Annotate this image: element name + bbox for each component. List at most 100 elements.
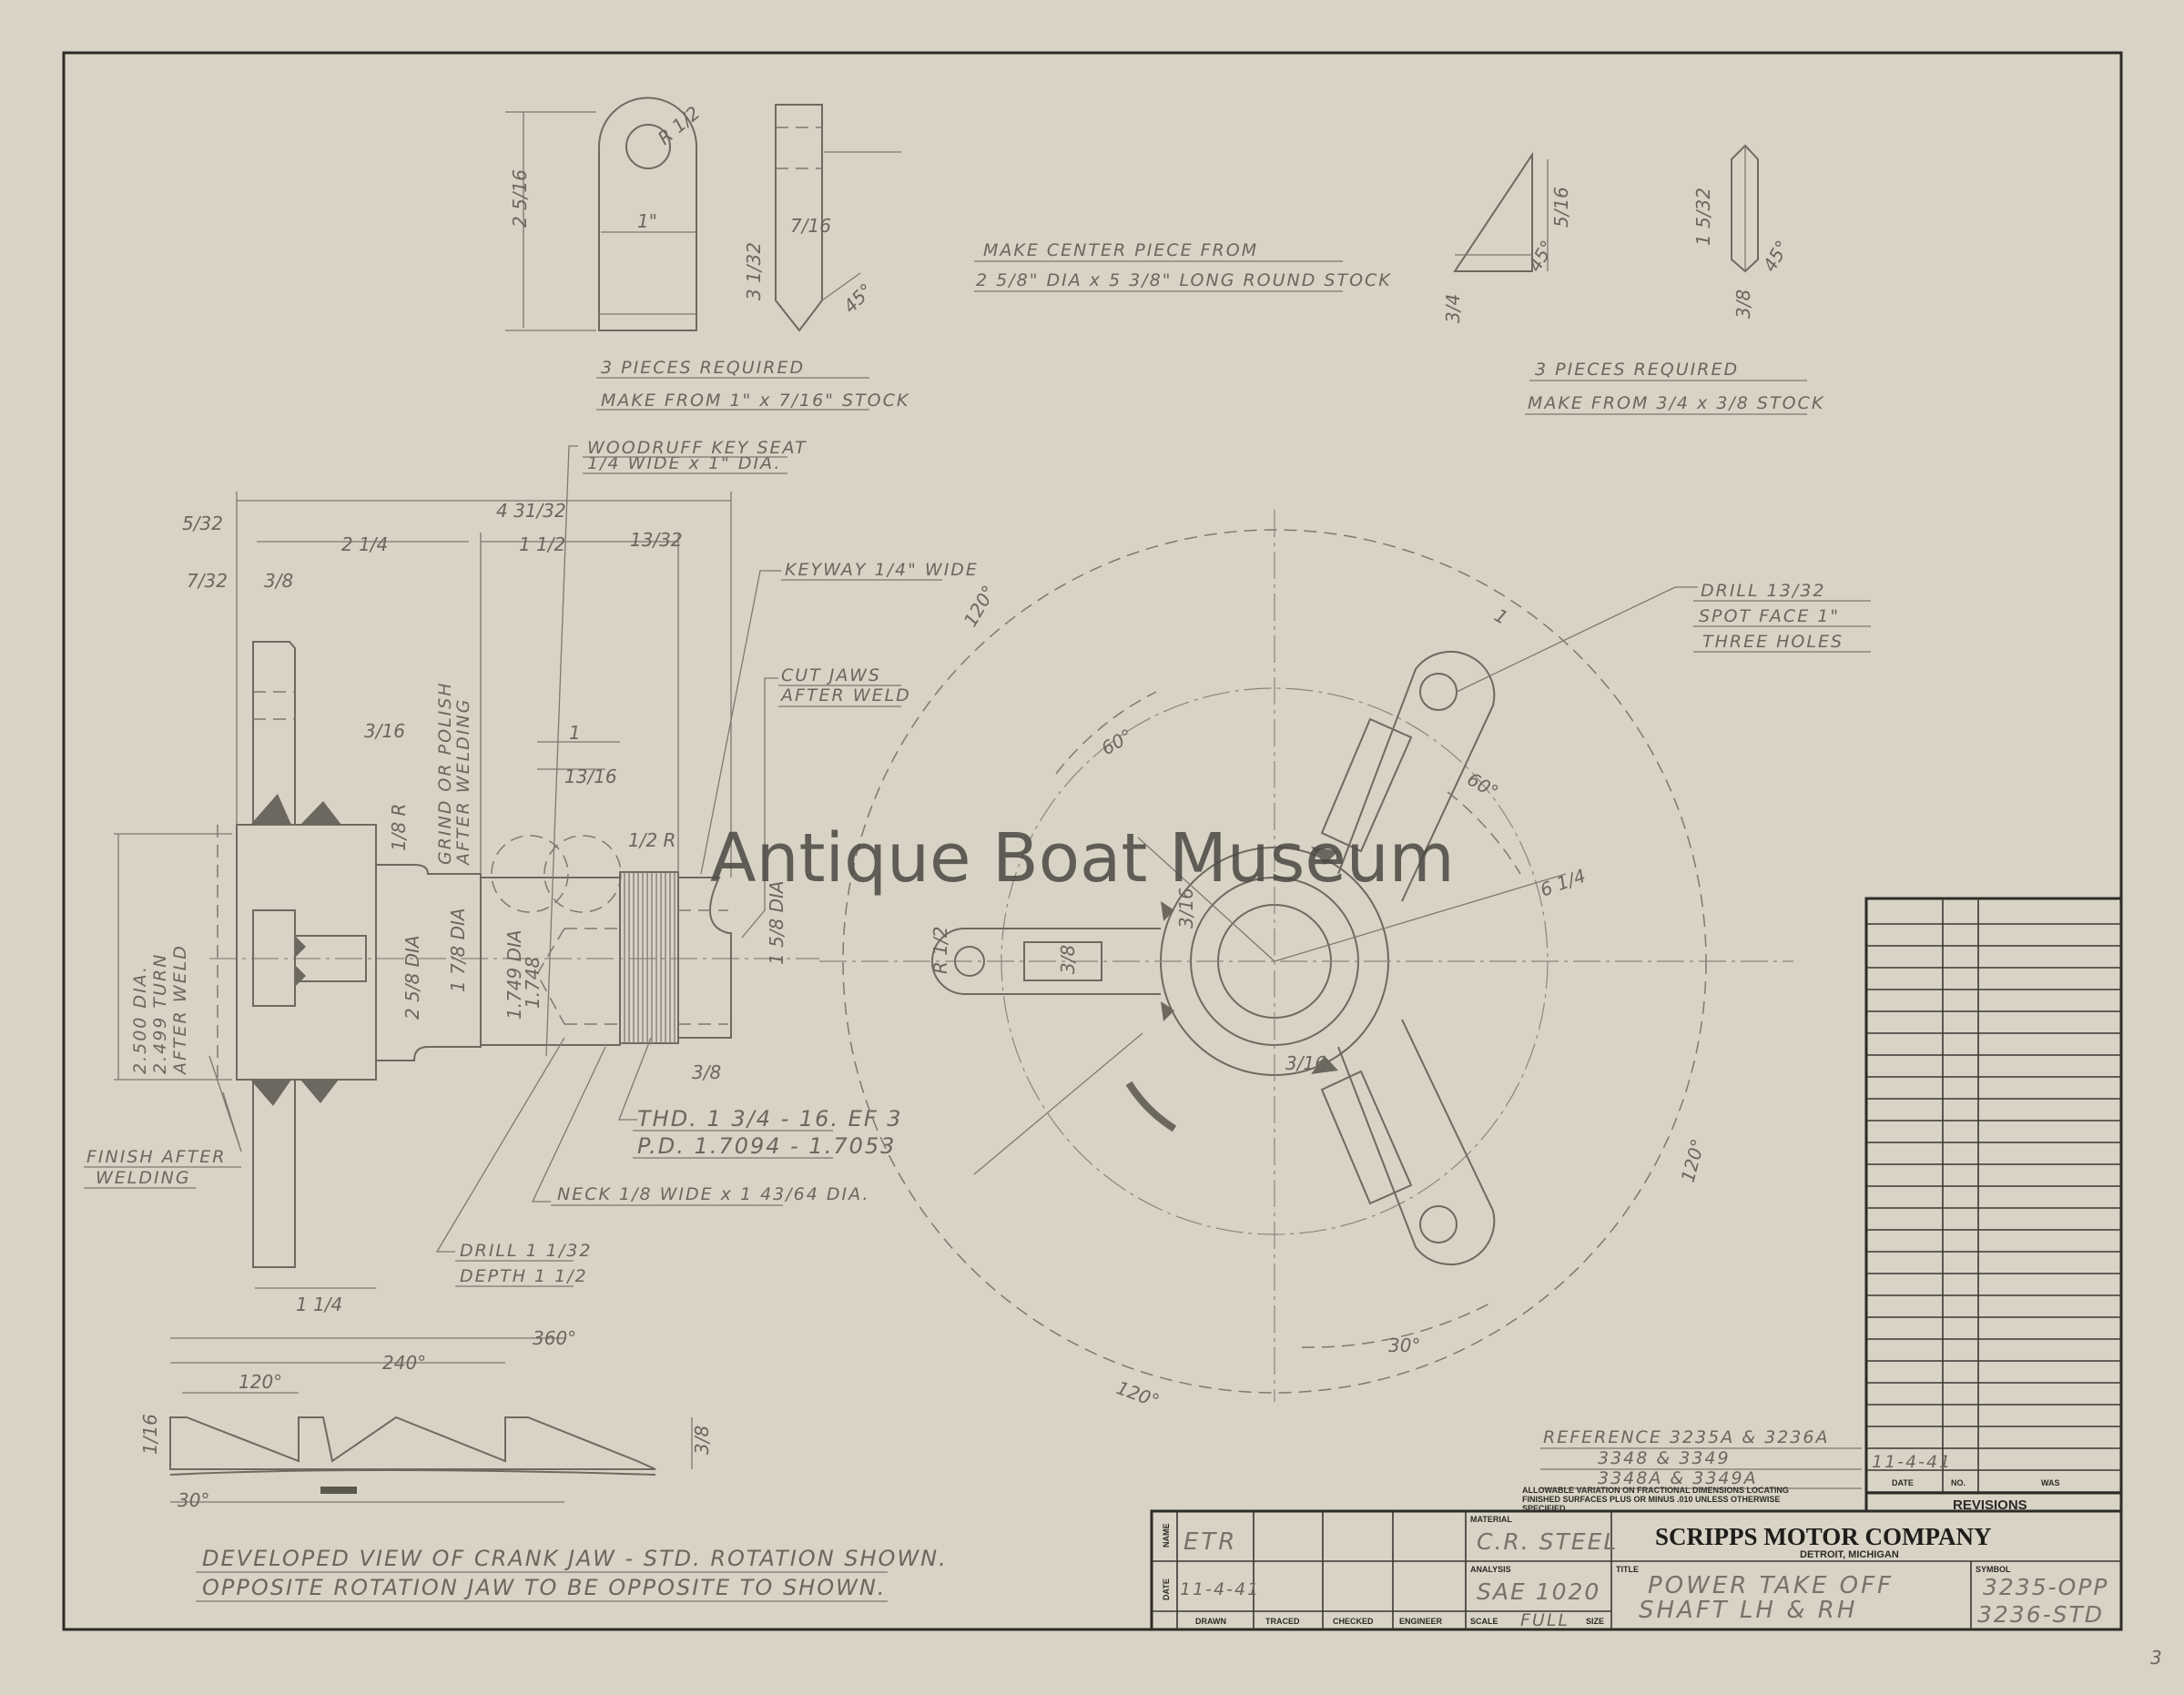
dim-label: 1/8 R xyxy=(388,804,410,851)
note-text: 2 5/8" DIA x 5 3/8" LONG ROUND STOCK xyxy=(976,270,1392,290)
dim-label: 13/32 xyxy=(630,529,683,551)
dim-label: 1 1/4 xyxy=(296,1294,342,1315)
company-location: DETROIT, MICHIGAN xyxy=(1800,1549,1899,1560)
dim-label: 3/4 xyxy=(1442,294,1464,323)
field-label: MATERIAL xyxy=(1470,1515,1512,1524)
dim-label: 45° xyxy=(1759,237,1794,276)
field-label: SIZE xyxy=(1586,1617,1604,1626)
dim-label: 60° xyxy=(1464,768,1503,804)
dim-label: 1" xyxy=(637,210,657,232)
dim-label: 7/32 xyxy=(187,570,228,592)
note-text: 3348A & 3349A xyxy=(1598,1468,1758,1488)
end-view: 120° 60° 60° 6 1/4 120° 120° 30° 1 3/16 … xyxy=(819,510,1871,1412)
drawn-date: 11-4-41 xyxy=(1180,1579,1260,1599)
note-text: FINISH AFTER xyxy=(86,1147,226,1167)
note-text: DRILL 1 1/32 xyxy=(460,1241,592,1261)
revisions-block: 11-4-41 DATE NO. WAS REVISIONS xyxy=(1864,897,2123,1513)
dim-label: 2 5/8 DIA xyxy=(401,935,423,1020)
note-text: THREE HOLES xyxy=(1702,632,1844,652)
dim-label: 120° xyxy=(960,582,1001,631)
column-label: CHECKED xyxy=(1333,1617,1374,1626)
field-label: TITLE xyxy=(1616,1565,1639,1574)
note-text: REFERENCE 3235A & 3236A xyxy=(1543,1427,1829,1447)
dim-label: 3/16 xyxy=(1285,1052,1326,1074)
dim-label: 1.748 xyxy=(522,957,543,1009)
dim-label: 2 5/16 xyxy=(509,169,531,228)
column-label: TRACED xyxy=(1265,1617,1300,1626)
note-text: NECK 1/8 WIDE x 1 43/64 DIA. xyxy=(557,1184,870,1204)
dim-label: 1 xyxy=(1491,604,1512,629)
note-text: DRILL 13/32 xyxy=(1701,581,1825,601)
dim-label: 1 7/8 DIA xyxy=(447,908,469,992)
dim-label: 5/32 xyxy=(182,513,223,534)
shaft-notes: WOODRUFF KEY SEAT 1/4 WIDE x 1" DIA. KEY… xyxy=(84,438,979,1287)
developed-view: 360° 240° 120° 30° 3/8 1/16 DEVELOPED VI… xyxy=(139,1327,946,1602)
company-name: SCRIPPS MOTOR COMPANY xyxy=(1655,1523,1992,1550)
center-piece-note: MAKE CENTER PIECE FROM 2 5/8" DIA x 5 3/… xyxy=(974,240,1392,292)
dim-label: 1 xyxy=(569,722,581,744)
note-text: 1/4 WIDE x 1" DIA. xyxy=(587,453,781,473)
dim-label: 2 1/4 xyxy=(341,533,388,555)
column-label: ENGINEER xyxy=(1399,1617,1443,1626)
dim-label: 240° xyxy=(382,1352,426,1374)
note-text: GRIND OR POLISH xyxy=(435,681,455,865)
dim-label: 1/16 xyxy=(139,1414,161,1455)
note-text: KEYWAY 1/4" WIDE xyxy=(785,560,979,580)
row-label: NAME xyxy=(1162,1524,1171,1548)
note-text: WOODRUFF KEY SEAT xyxy=(587,438,808,458)
shaft-side-view: 4 31/32 2 1/4 1 1/2 13/32 5/32 7/32 3/8 … xyxy=(114,492,819,1315)
revisions-label: REVISIONS xyxy=(1953,1497,2027,1513)
dim-label: 7/16 xyxy=(790,215,831,237)
symbol-value: 3235-OPP xyxy=(1983,1574,2108,1600)
note-text: OPPOSITE ROTATION JAW TO BE OPPOSITE TO … xyxy=(202,1575,886,1600)
allowable-note: SPECIFIED. xyxy=(1522,1504,1568,1513)
top-left-jaw-part: 2 5/16 1" R 1/2 7/16 3 1/32 45° 3 PIECES… xyxy=(505,96,909,411)
dim-label: 3/16 xyxy=(1175,888,1197,929)
note-text: DEPTH 1 1/2 xyxy=(460,1266,588,1286)
column-header: DATE xyxy=(1892,1478,1914,1487)
note-text: 2.500 DIA. xyxy=(130,965,150,1074)
dim-label: 3/8 xyxy=(692,1061,721,1083)
note-text: MAKE FROM 1" x 7/16" STOCK xyxy=(601,391,909,411)
dim-label: 1.749 DIA xyxy=(503,929,525,1020)
dim-label: 3/8 xyxy=(264,570,293,592)
column-header: WAS xyxy=(2041,1478,2060,1487)
dim-label: 120° xyxy=(1113,1376,1162,1412)
dim-label: 6 1/4 xyxy=(1538,865,1589,901)
dim-label: 3/8 xyxy=(691,1426,713,1455)
dim-label: 360° xyxy=(533,1327,576,1349)
drawing-title: SHAFT LH & RH xyxy=(1639,1597,1857,1624)
dim-label: 45° xyxy=(1524,237,1559,276)
dim-label: 4 31/32 xyxy=(496,500,566,522)
dim-label: 1 5/32 xyxy=(1692,188,1714,246)
material-value: C.R. STEEL xyxy=(1477,1528,1618,1555)
symbol-value: 3236-STD xyxy=(1977,1601,2104,1628)
analysis-value: SAE 1020 xyxy=(1477,1578,1600,1605)
dim-label: 1/2 R xyxy=(628,829,676,851)
note-text: MAKE FROM 3/4 x 3/8 STOCK xyxy=(1528,393,1824,413)
allowable-note: FINISHED SURFACES PLUS OR MINUS .010 UNL… xyxy=(1522,1495,1780,1504)
note-text: MAKE CENTER PIECE FROM xyxy=(983,240,1258,260)
dim-label: 1 5/8 DIA xyxy=(766,880,787,965)
drawn-by-initials: ETR xyxy=(1183,1528,1237,1556)
note-text: AFTER WELD xyxy=(779,685,911,705)
dim-label: 120° xyxy=(1677,1137,1710,1185)
note-text: 3348 & 3349 xyxy=(1598,1448,1731,1468)
column-header: NO. xyxy=(1951,1478,1966,1487)
row-label: DATE xyxy=(1162,1578,1171,1600)
column-label: DRAWN xyxy=(1195,1617,1226,1626)
reference-notes: REFERENCE 3235A & 3236A 3348 & 3349 3348… xyxy=(1522,1427,1862,1513)
drawing-title: POWER TAKE OFF xyxy=(1648,1572,1894,1599)
note-text: AFTER WELDING xyxy=(453,698,473,867)
scale-value: FULL xyxy=(1520,1610,1569,1630)
dim-label: 30° xyxy=(1388,1335,1420,1356)
note-text: WELDING xyxy=(96,1168,191,1188)
note-text: AFTER WELD xyxy=(170,944,190,1076)
dim-label: 1 1/2 xyxy=(519,533,565,555)
title-block: NAME DATE ETR 11-4-41 DRAWN TRACED CHECK… xyxy=(1150,1509,2123,1631)
field-label: SCALE xyxy=(1470,1617,1498,1626)
field-label: SYMBOL xyxy=(1976,1565,2011,1574)
dim-label: 13/16 xyxy=(564,766,617,787)
